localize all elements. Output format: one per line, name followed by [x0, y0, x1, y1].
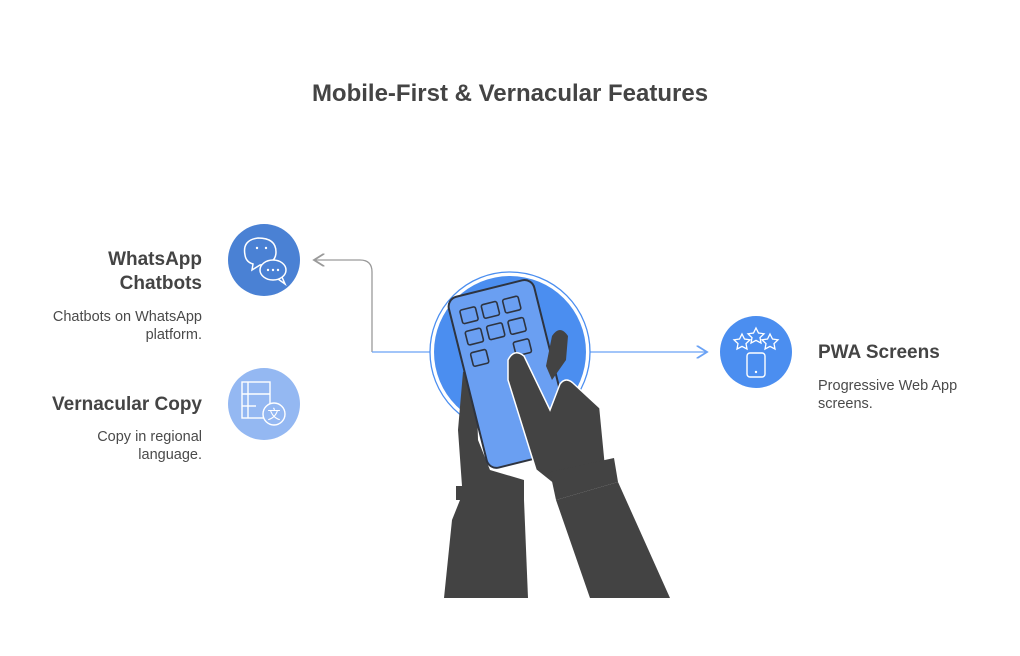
vernacular-desc-line2: language.	[138, 447, 202, 463]
pwa-description: Progressive Web App screens.	[818, 377, 957, 413]
whatsapp-desc-line1: Chatbots on WhatsApp	[52, 309, 202, 325]
whatsapp-heading-line2: Chatbots	[119, 273, 202, 294]
translate-icon: 文	[228, 368, 300, 440]
whatsapp-desc-line2: platform.	[145, 327, 202, 343]
svg-text:文: 文	[267, 408, 280, 423]
phone-stars-icon	[720, 316, 792, 388]
page-title: Mobile-First & Vernacular Features	[311, 80, 709, 107]
vernacular-heading: Vernacular Copy	[52, 394, 202, 415]
vernacular-desc-line1: Copy in regional	[97, 429, 202, 445]
chat-bubbles-icon	[228, 224, 300, 296]
whatsapp-heading-line1: WhatsApp	[108, 249, 202, 270]
pwa-desc-line2: screens.	[818, 396, 873, 412]
whatsapp-heading: WhatsApp Chatbots	[108, 248, 202, 296]
vernacular-description: Copy in regional language.	[97, 428, 202, 464]
right-hand-icon	[507, 330, 670, 598]
pwa-desc-line1: Progressive Web App	[818, 378, 958, 394]
pwa-heading: PWA Screens	[818, 342, 940, 363]
connector-whatsapp	[314, 260, 373, 352]
whatsapp-description: Chatbots on WhatsApp platform.	[53, 308, 202, 344]
